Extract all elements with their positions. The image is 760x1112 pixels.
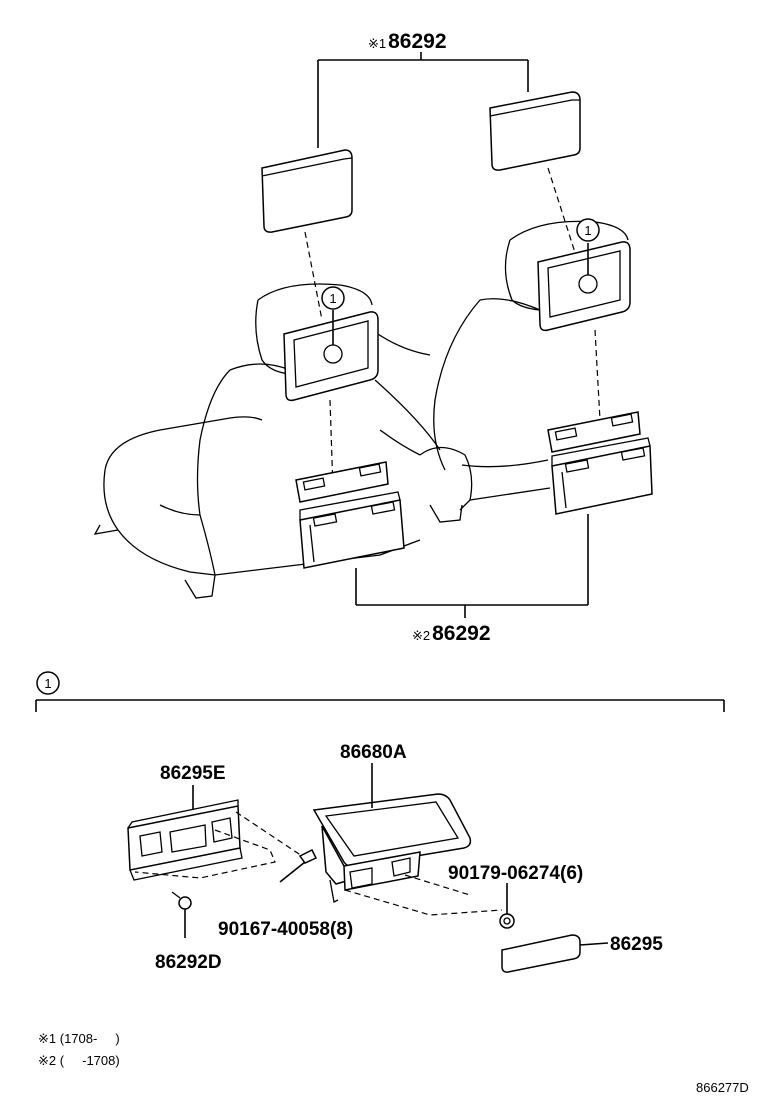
left-headrest-pad [261,149,353,233]
left-seat [93,283,441,599]
note-2: ※2 ( -1708) [38,1053,120,1068]
right-callout-circle [576,218,600,242]
top-part-label: ※186292 [368,30,447,53]
top-leader [317,52,529,148]
detail-cover [501,934,609,973]
clip [171,891,192,938]
left-callout-number: 1 [329,291,336,306]
left-monitor: 1 [283,286,379,402]
right-headrest-pad [489,91,581,171]
detail-callout-number: 1 [44,676,51,691]
label-86680A: 86680A [340,742,407,763]
bottom-leader [355,514,589,618]
detail-callout-circle [36,671,60,695]
screw-right [499,883,515,929]
right-callout-number: 1 [584,223,591,238]
label-86295E: 86295E [160,763,226,784]
label-90179: 90179-06274(6) [448,863,583,884]
right-monitor: 1 [537,218,631,332]
label-86292D: 86292D [155,952,222,973]
diagram-id: 866277D [696,1080,749,1095]
label-86295: 86295 [610,934,663,955]
detail-monitor [312,763,472,903]
detail-section: 1 [35,671,725,712]
right-bracket [547,411,653,515]
note-1: ※1 (1708- ) [38,1031,120,1046]
left-callout-circle [321,286,345,310]
detail-bracket [127,785,243,881]
screw-left [279,848,318,883]
left-bracket [295,461,405,569]
label-90167: 90167-40058(8) [218,919,353,940]
bottom-part-label: ※286292 [412,622,491,645]
